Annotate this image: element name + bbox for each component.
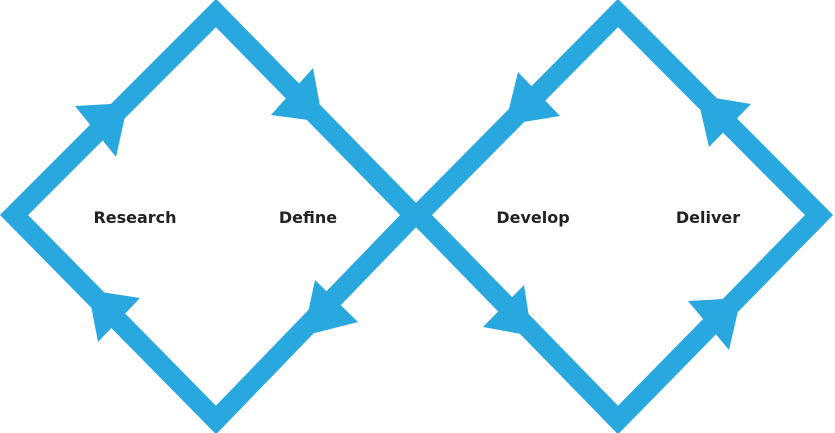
arrow-down-left-icon bbox=[303, 280, 358, 336]
arrow-up-left-icon bbox=[88, 290, 140, 342]
arrow-down-right-icon bbox=[483, 285, 532, 336]
label-deliver: Deliver bbox=[676, 208, 740, 227]
label-develop: Develop bbox=[496, 208, 569, 227]
label-define: Define bbox=[279, 208, 337, 227]
left-diamond-outline bbox=[0, 0, 428, 433]
arrow-up-right-icon bbox=[688, 298, 741, 350]
right-diamond-outline bbox=[403, 0, 834, 433]
arrow-down-right-icon bbox=[271, 68, 323, 122]
arrow-up-left-icon bbox=[697, 95, 751, 147]
label-research: Research bbox=[93, 208, 176, 227]
arrow-up-right-icon bbox=[75, 103, 128, 157]
arrow-down-left-icon bbox=[505, 72, 560, 125]
